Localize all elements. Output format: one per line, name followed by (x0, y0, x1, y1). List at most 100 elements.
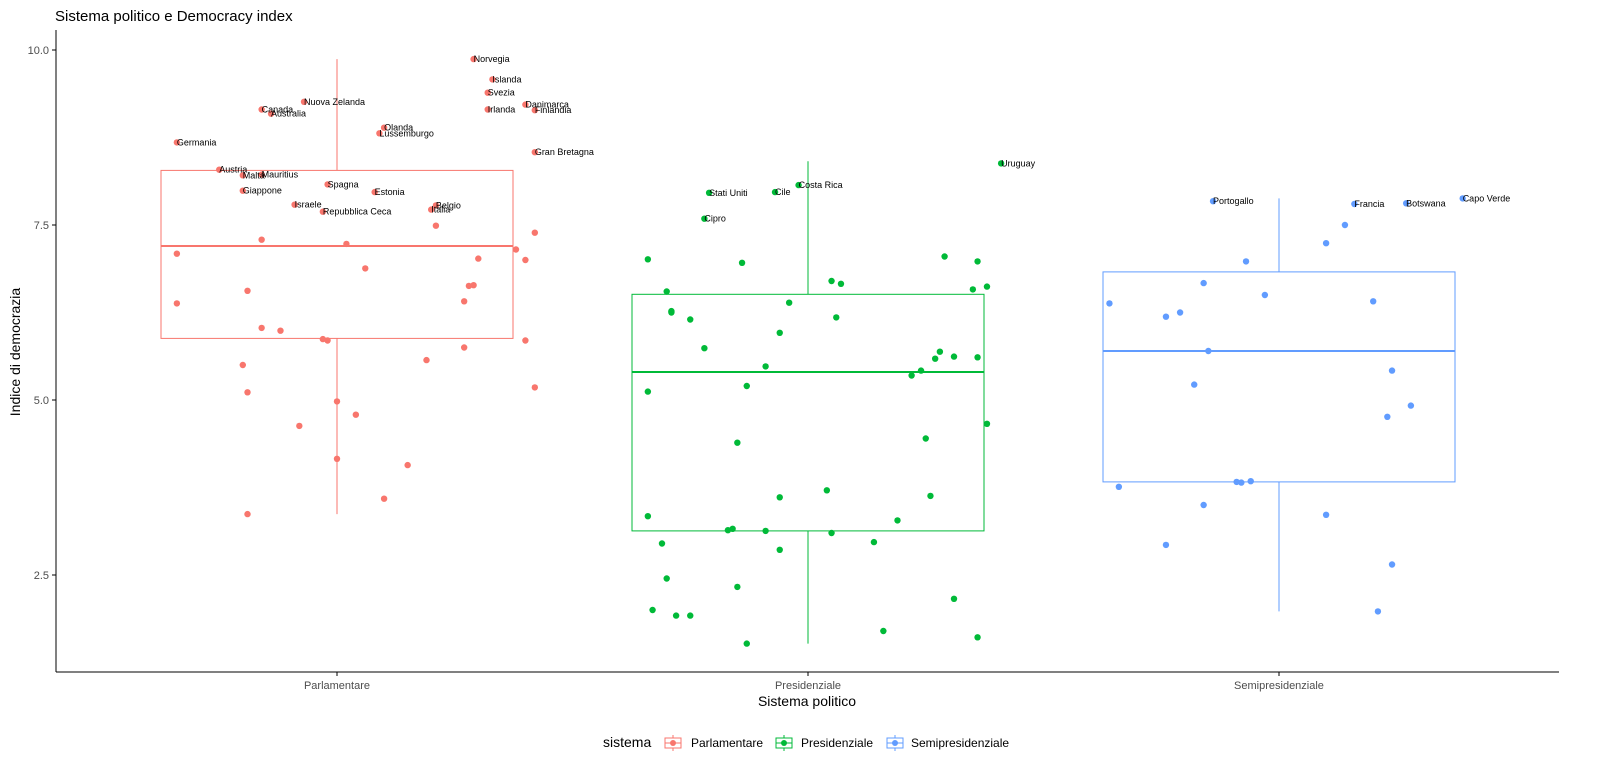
legend-label: Parlamentare (691, 736, 763, 750)
data-point (927, 492, 934, 500)
data-point (465, 282, 473, 290)
data-point (785, 299, 793, 306)
data-point (1322, 511, 1330, 518)
data-point (950, 595, 958, 602)
data-point (837, 280, 845, 287)
data-point (1162, 541, 1170, 549)
data-point (380, 124, 388, 131)
data-point (173, 139, 181, 146)
y-tick-label: 10.0 (28, 45, 49, 57)
data-point (333, 455, 341, 462)
data-point (870, 538, 878, 546)
data-point (644, 388, 652, 395)
data-point (1374, 608, 1382, 615)
legend-key-point (781, 740, 787, 746)
data-point (244, 389, 251, 396)
data-point (1205, 347, 1212, 355)
data-point (1209, 198, 1217, 205)
point-label: Estonia (375, 187, 405, 197)
point-label: Italia (431, 205, 450, 215)
data-point (936, 348, 944, 355)
data-point (795, 181, 802, 189)
legend-key-point (892, 740, 898, 746)
x-tick-label: Parlamentare (304, 680, 370, 692)
data-point (776, 546, 783, 553)
data-point (522, 101, 529, 108)
point-label: Canada (262, 105, 294, 115)
data-point (173, 300, 181, 307)
data-point (705, 189, 713, 196)
data-point (291, 201, 298, 208)
data-point (380, 495, 388, 502)
data-point (1233, 478, 1240, 486)
data-point (376, 130, 383, 137)
legend-label: Semipresidenziale (911, 736, 1009, 750)
point-label: Spagna (328, 179, 359, 189)
point-label: Repubblica Ceca (323, 207, 392, 217)
data-point (1238, 479, 1245, 486)
data-point (258, 236, 265, 243)
data-point (277, 327, 284, 334)
y-axis-title: Indice di democrazia (7, 288, 23, 417)
data-point (484, 106, 491, 113)
data-point (658, 540, 666, 547)
data-point (974, 354, 981, 361)
point-label: Austria (219, 165, 247, 175)
box-iqr (631, 293, 985, 532)
point-label: Olanda (384, 123, 413, 133)
box-semipresidenziale (1102, 198, 1456, 612)
data-point (950, 353, 958, 360)
legend-label: Presidenziale (801, 736, 873, 750)
data-point (687, 612, 694, 619)
x-tick-label: Presidenziale (775, 680, 841, 692)
point-label: Lussemburgo (379, 128, 434, 138)
data-point (1162, 313, 1170, 320)
data-point (644, 256, 652, 263)
point-label: Francia (1354, 199, 1384, 209)
data-point (701, 215, 708, 222)
data-point (663, 288, 670, 295)
data-point (823, 487, 831, 494)
labels-parlamentare: GermaniaAustriaMaltaMauritiusGiapponeCan… (177, 54, 594, 217)
data-point (300, 98, 308, 106)
data-point (258, 324, 265, 332)
box-presidenziale (631, 161, 985, 644)
data-point (362, 265, 369, 272)
data-point (1242, 258, 1250, 265)
data-point (1402, 200, 1410, 207)
data-point (1459, 195, 1466, 202)
point-label: Capo Verde (1463, 193, 1511, 203)
data-point (1388, 367, 1396, 374)
data-point (880, 627, 887, 635)
y-tick-label: 7.5 (34, 220, 49, 232)
point-label: Israele (295, 200, 322, 210)
point-label: Germania (177, 137, 217, 147)
data-point (1200, 501, 1207, 509)
points-semipresidenziale (1106, 195, 1466, 615)
data-point (1106, 300, 1113, 307)
data-point (833, 314, 840, 321)
points-parlamentare (173, 55, 539, 518)
data-point (1261, 291, 1269, 299)
data-point (672, 612, 680, 619)
data-point (531, 149, 539, 156)
data-point (296, 422, 303, 430)
data-point (173, 250, 181, 257)
plot-panel: GermaniaAustriaMaltaMauritiusGiapponeCan… (160, 54, 1510, 647)
point-label: Uruguay (1001, 158, 1036, 168)
data-point (258, 171, 265, 178)
point-label: Australia (271, 109, 306, 119)
data-point (734, 439, 741, 446)
data-point (343, 240, 350, 248)
data-point (432, 202, 440, 209)
data-point (423, 356, 430, 364)
point-label: Belgio (436, 200, 461, 210)
data-point (1407, 402, 1415, 409)
legend-item-semipresidenziale: Semipresidenziale (886, 735, 1009, 751)
y-tick-label: 2.5 (34, 570, 49, 582)
data-point (687, 316, 694, 323)
